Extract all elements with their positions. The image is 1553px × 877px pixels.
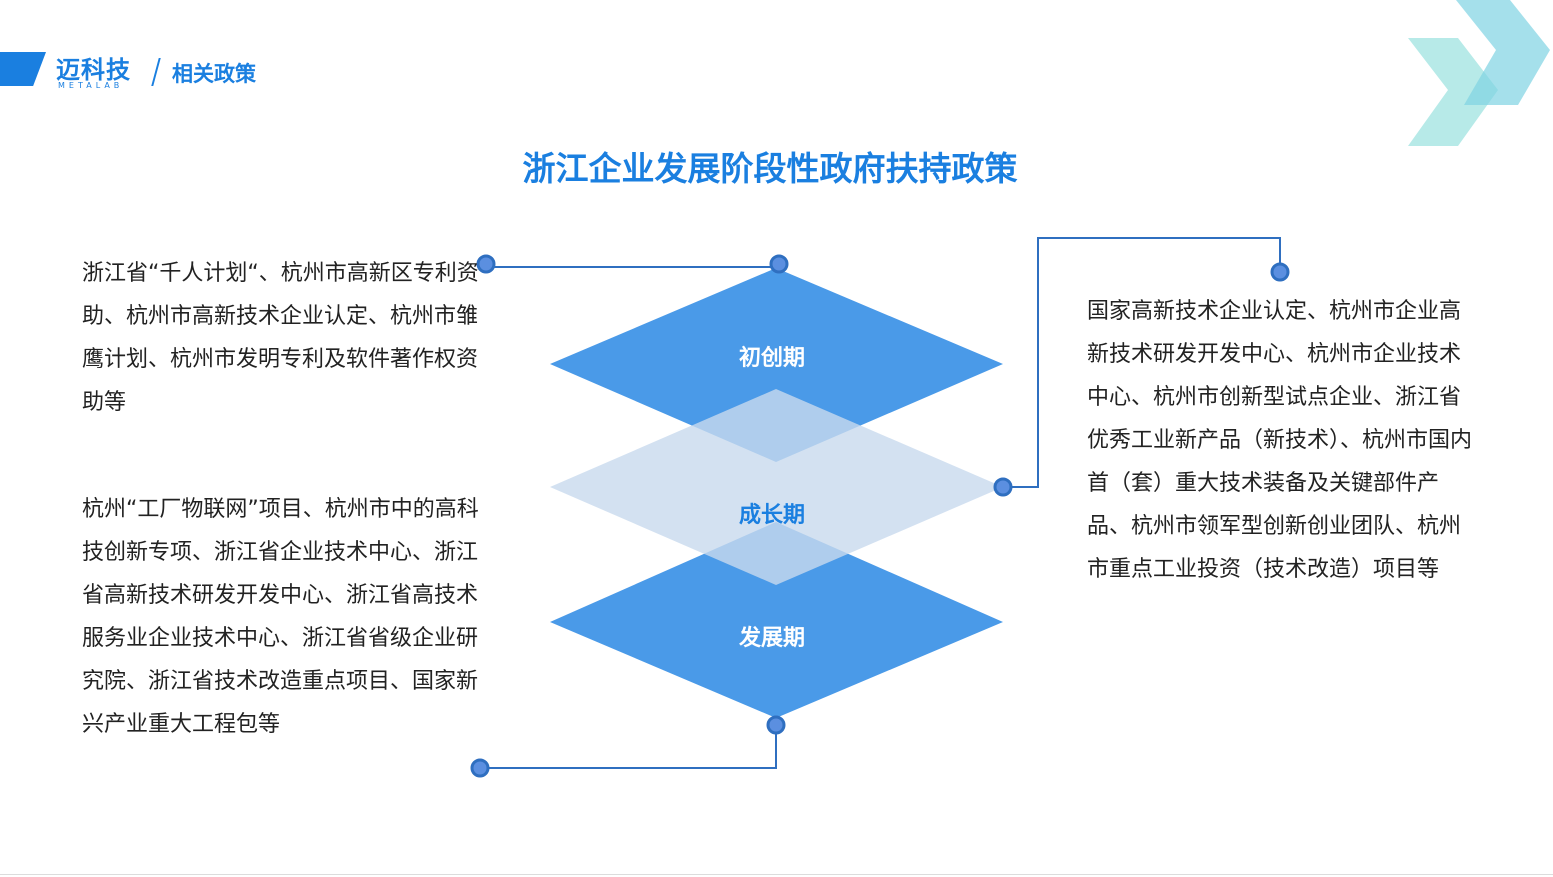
logo-text: 迈科技	[56, 56, 131, 84]
connector-initial	[485, 264, 780, 268]
dot-growth-right	[993, 477, 1013, 497]
chevron-decoration-icon	[1408, 0, 1550, 146]
policy-text-development: 杭州“工厂物联网”项目、杭州市中的高科技创新专项、浙江省企业技术中心、浙江省高新…	[82, 497, 479, 737]
dot-left-top	[476, 254, 496, 274]
stage-label-growth: 成长期	[738, 503, 805, 528]
diamond-development	[550, 522, 1003, 718]
policy-text-growth: 国家高新技术企业认定、杭州市企业高新技术研发开发中心、杭州市企业技术中心、杭州市…	[1087, 299, 1473, 582]
connector-development	[480, 725, 777, 769]
dot-right-top	[1270, 262, 1290, 282]
stage-label-development: 发展期	[738, 626, 805, 651]
stage-label-initial: 初创期	[738, 346, 805, 371]
footer-divider	[0, 874, 1553, 875]
diamond-initial	[550, 268, 1003, 462]
section-label: 相关政策	[172, 62, 256, 86]
dot-left-bottom	[470, 758, 490, 778]
chevron-shape-1	[1408, 38, 1498, 146]
diamond-growth	[550, 389, 1003, 585]
page-title: 浙江企业发展阶段性政府扶持政策	[522, 149, 1018, 188]
chevron-shape-2	[1456, 0, 1550, 105]
dot-initial-top	[769, 254, 789, 274]
connector-growth	[1003, 237, 1281, 488]
dot-development-bottom	[766, 715, 786, 735]
logo-subtext: METALAB	[58, 81, 124, 90]
policy-text-initial: 浙江省“千人计划“、杭州市高新区专利资助、杭州市高新技术企业认定、杭州市雏鹰计划…	[82, 261, 479, 415]
